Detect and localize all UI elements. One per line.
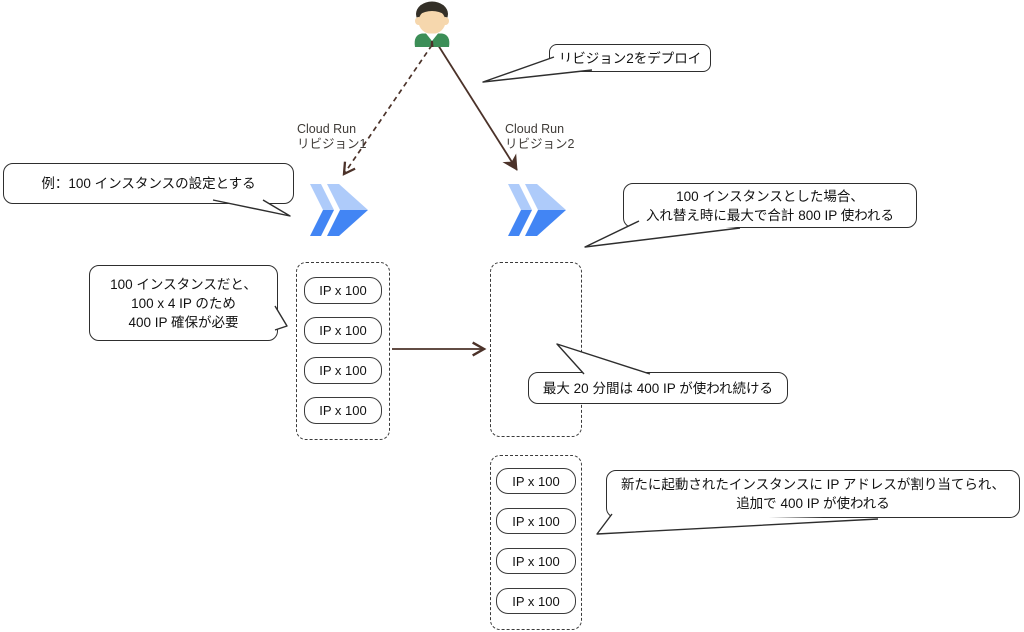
ip-box: IP x 100 bbox=[304, 357, 382, 384]
ip-box-label: IP x 100 bbox=[319, 323, 367, 338]
callout-additional-400ip-line2: 追加で 400 IP が使われる bbox=[736, 496, 890, 511]
ip-box-label: IP x 100 bbox=[512, 593, 560, 609]
callout-example-100-instances: 例：100 インスタンスの設定とする bbox=[3, 163, 294, 204]
revision2-new-ip-group: IP x 100 IP x 100 IP x 100 IP x 100 bbox=[490, 455, 582, 630]
cloud-run-revision1-label-line2: リビジョン1 bbox=[297, 137, 367, 151]
ip-box: IP x 100 bbox=[304, 397, 382, 424]
callout-example-100-instances-text: 例：100 インスタンスの設定とする bbox=[41, 176, 256, 191]
callout-20min-duration-text: 最大 20 分間は 400 IP が使われ続ける bbox=[542, 380, 774, 396]
ip-box: IP x 100 bbox=[496, 548, 576, 574]
callout-20min-duration: 最大 20 分間は 400 IP が使われ続ける bbox=[528, 372, 788, 404]
ip-box-label: IP x 100 bbox=[512, 473, 560, 489]
cloud-run-revision1-label-line1: Cloud Run bbox=[297, 122, 357, 136]
ip-box-label: IP x 100 bbox=[319, 283, 367, 298]
ip-box: IP x 100 bbox=[496, 468, 576, 494]
ip-box: IP x 100 bbox=[496, 588, 576, 614]
ip-box-label: IP x 100 bbox=[512, 513, 560, 529]
callout-additional-400ip-line1: 新たに起動されたインスタンスに IP アドレスが割り当てられ、 bbox=[620, 477, 1006, 492]
callout-800ip-total: 100 インスタンスとした場合、 入れ替え時に最大で合計 800 IP 使われる bbox=[623, 183, 917, 228]
arrow-user-to-revision1 bbox=[342, 44, 433, 176]
cloud-run-icon-revision2 bbox=[508, 184, 566, 236]
callout-400ip-reservation-line3: 400 IP 確保が必要 bbox=[128, 314, 239, 330]
cloud-run-revision2-label: Cloud Run リビジョン2 bbox=[505, 122, 574, 152]
callout-deploy-revision2-text: リビジョン2をデプロイ bbox=[558, 50, 702, 66]
cloud-run-revision2-label-line2: リビジョン2 bbox=[505, 137, 575, 151]
callout-deploy-revision2: リビジョン2をデプロイ bbox=[549, 44, 711, 72]
person-icon bbox=[414, 1, 450, 47]
callout-800ip-total-line1: 100 インスタンスとした場合、 bbox=[676, 188, 864, 204]
callout-additional-400ip: 新たに起動されたインスタンスに IP アドレスが割り当てられ、 追加で 400 … bbox=[606, 470, 1020, 518]
ip-box-label: IP x 100 bbox=[319, 363, 367, 378]
ip-box: IP x 100 bbox=[304, 317, 382, 344]
ip-box-label: IP x 100 bbox=[512, 553, 560, 569]
callout-400ip-reservation-line2: 100 x 4 IP のため bbox=[131, 295, 236, 311]
callout-400ip-reservation-line1: 100 インスタンスだと、 bbox=[110, 276, 257, 292]
callout-400ip-reservation: 100 インスタンスだと、 100 x 4 IP のため 400 IP 確保が必… bbox=[89, 265, 278, 341]
cloud-run-revision2-label-line1: Cloud Run bbox=[505, 122, 565, 136]
revision1-ip-group: IP x 100 IP x 100 IP x 100 IP x 100 bbox=[296, 262, 390, 440]
cloud-run-revision1-label: Cloud Run リビジョン1 bbox=[297, 122, 366, 152]
ip-box: IP x 100 bbox=[496, 508, 576, 534]
callout-800ip-total-line2: 入れ替え時に最大で合計 800 IP 使われる bbox=[645, 207, 895, 223]
revision2-old-ip-group-empty bbox=[490, 262, 582, 437]
ip-box: IP x 100 bbox=[304, 277, 382, 304]
ip-box-label: IP x 100 bbox=[319, 403, 367, 418]
cloud-run-icon-revision1 bbox=[310, 184, 368, 236]
